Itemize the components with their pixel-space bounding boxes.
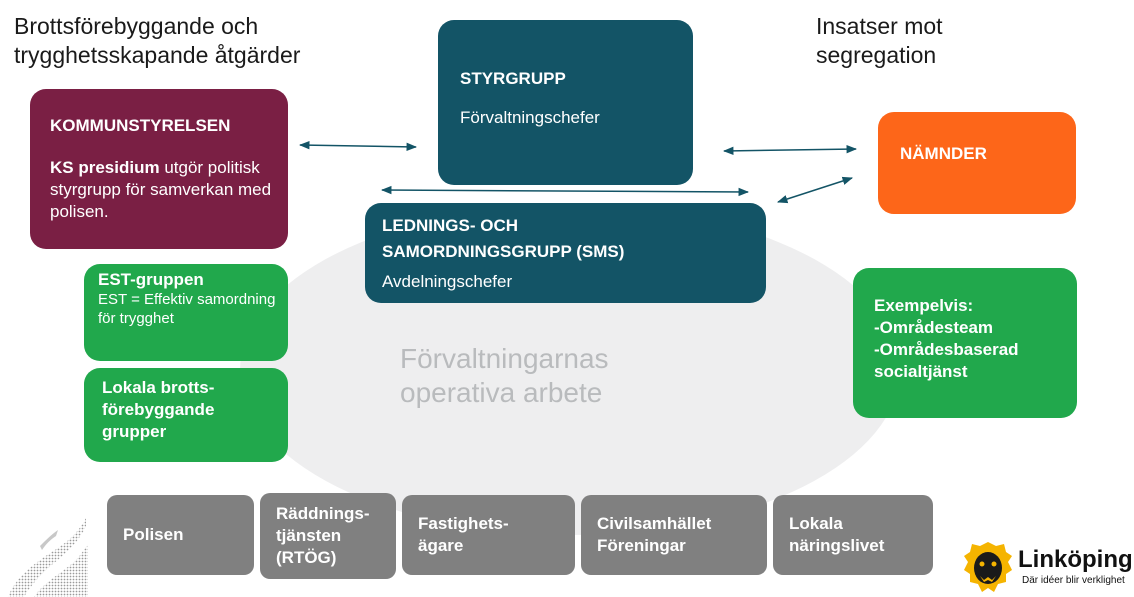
partner-fastighetsagare: Fastighets- ägare xyxy=(402,495,575,575)
namnder-title: NÄMNDER xyxy=(900,144,987,163)
est-title: EST-gruppen xyxy=(98,270,204,289)
namnder-box: NÄMNDER xyxy=(878,112,1076,214)
sms-sub: Avdelningschefer xyxy=(382,272,513,291)
partner-label: Fastighets- ägare xyxy=(418,514,509,555)
est-box: EST-gruppen EST = Effektiv samordning fö… xyxy=(84,264,288,361)
partner-raddningstjansten: Räddnings- tjänsten (RTÖG) xyxy=(260,493,396,579)
styrgrupp-title: STYRGRUPP xyxy=(460,69,566,88)
exempelvis-line2: -Områdesbaserad socialtjänst xyxy=(874,340,1019,381)
kommunstyrelsen-title: KOMMUNSTYRELSEN xyxy=(50,116,231,135)
est-text: EST = Effektiv samordning för trygghet xyxy=(98,291,276,327)
exempelvis-title: Exempelvis: xyxy=(874,296,974,315)
heading-left: Brottsförebyggande och trygghetsskapande… xyxy=(14,13,301,68)
logo-tagline: Där idéer blir verklighet xyxy=(1022,575,1125,586)
partner-polisen: Polisen xyxy=(107,495,254,575)
lokala-grupper-title: Lokala brotts- förebyggande grupper xyxy=(102,378,215,441)
partner-label: Räddnings- tjänsten (RTÖG) xyxy=(276,504,370,567)
partner-label: Civilsamhället Föreningar xyxy=(597,514,712,555)
arrow-styrgrupp-namnder xyxy=(722,144,858,156)
sms-title: LEDNINGS- OCH SAMORDNINGSGRUPP (SMS) xyxy=(382,216,625,261)
arrow-ks-styrgrupp xyxy=(298,140,418,152)
kommunstyrelsen-box: KOMMUNSTYRELSEN KS presidium utgör polit… xyxy=(30,89,288,249)
ks-presidium-text: utgör politisk styrgrupp för samverkan m… xyxy=(50,158,272,221)
arrow-sms-namnder xyxy=(777,176,853,204)
exempelvis-line1: -Områdesteam xyxy=(874,318,994,337)
partner-naringslivet: Lokala näringslivet xyxy=(773,495,933,575)
linkoping-logo: Linköping Där idéer blir verklighet xyxy=(962,540,1133,596)
arrow-styrgrupp-sms xyxy=(380,185,750,197)
ks-presidium-bold: KS presidium xyxy=(50,158,160,177)
exempelvis-box: Exempelvis: -Områdesteam -Områdesbaserad… xyxy=(853,268,1077,418)
sms-box: LEDNINGS- OCH SAMORDNINGSGRUPP (SMS) Avd… xyxy=(365,203,766,303)
lokala-grupper-box: Lokala brotts- förebyggande grupper xyxy=(84,368,288,462)
dotted-wave-icon xyxy=(8,518,88,597)
kommunstyrelsen-text: KS presidium utgör politisk styrgrupp fö… xyxy=(50,157,274,223)
heading-right: Insatser mot segregation xyxy=(816,13,943,68)
partner-label: Polisen xyxy=(123,525,184,544)
linkoping-lion-icon xyxy=(964,542,1012,592)
center-label: Förvaltningarnas operativa arbete xyxy=(400,343,609,408)
partner-label: Lokala näringslivet xyxy=(789,514,885,555)
styrgrupp-box: STYRGRUPP Förvaltningschefer xyxy=(438,20,693,185)
styrgrupp-sub: Förvaltningschefer xyxy=(460,108,600,127)
partner-civilsamhallet: Civilsamhället Föreningar xyxy=(581,495,767,575)
logo-name: Linköping xyxy=(1018,546,1133,573)
